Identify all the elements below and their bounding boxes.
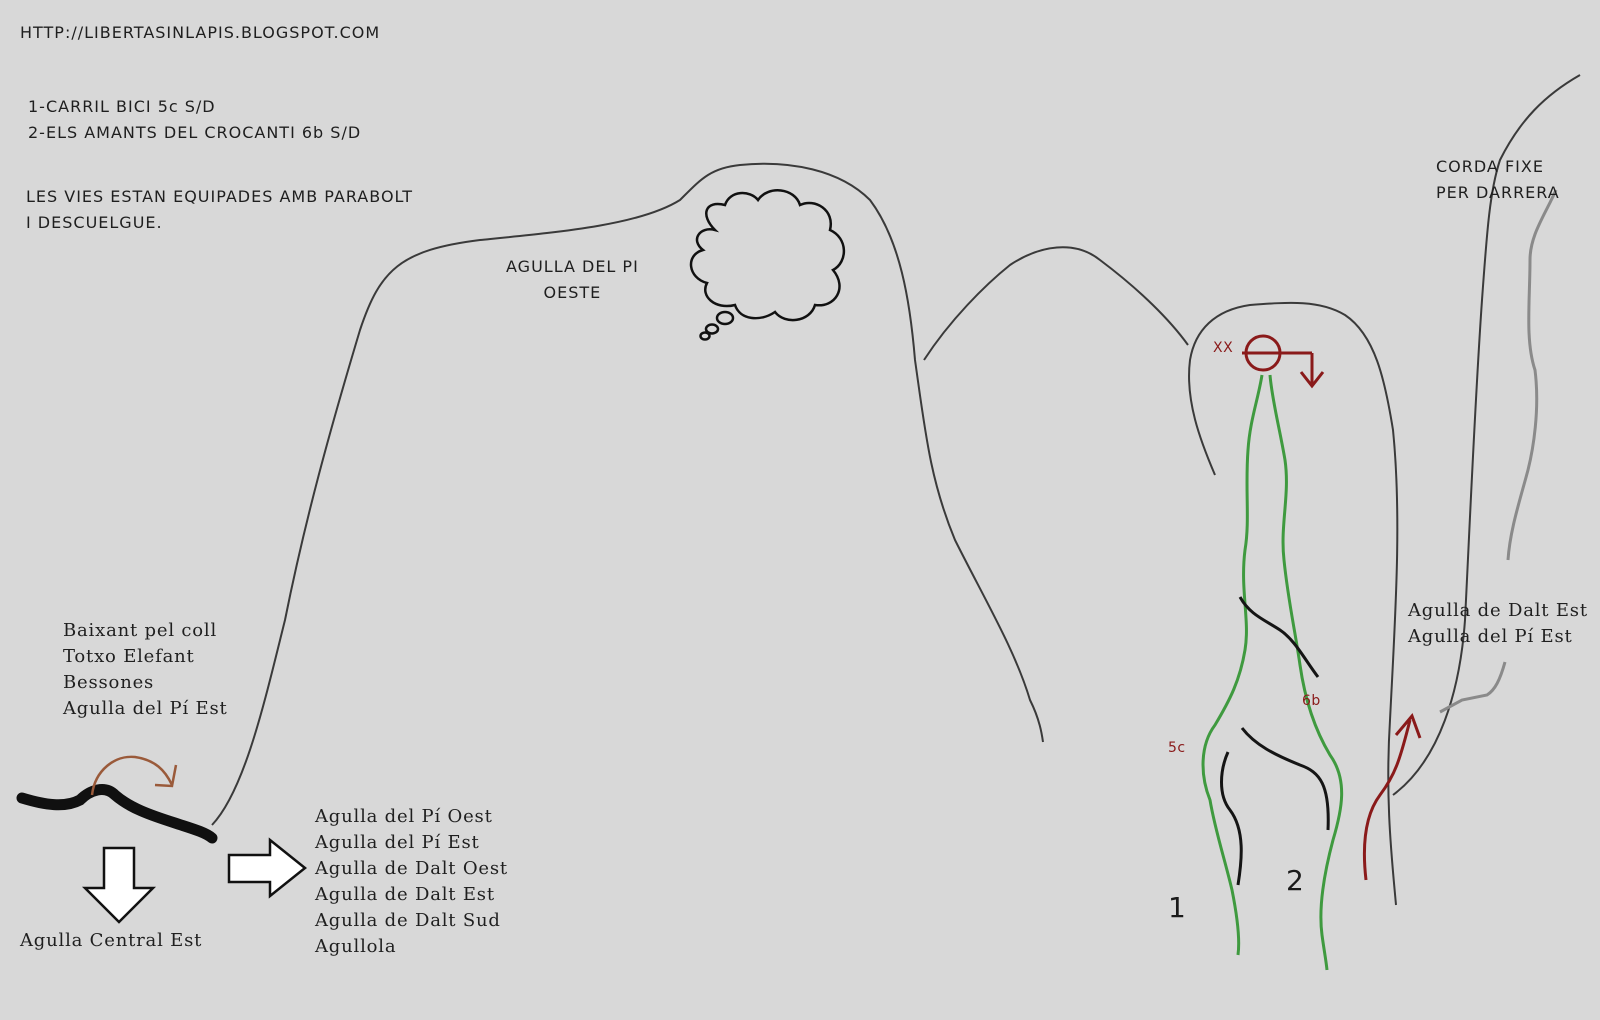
fixed-rope-line-2: PER DARRERA	[1436, 183, 1560, 202]
descent-item: Totxo Elefant	[63, 646, 195, 667]
route-2-line	[1268, 374, 1344, 971]
fixed-rope-line	[1506, 189, 1558, 561]
routes-list: 1-CARRIL BICI 5c S/D 2-ELS AMANTS DEL CR…	[28, 94, 361, 146]
right-destinations-label: Agulla de Dalt Est Agulla del Pí Est	[1408, 598, 1588, 650]
equipment-line-1: LES VIES ESTAN EQUIPADES AMB PARABOLT	[26, 187, 414, 206]
route-2-grade: 6b	[1302, 693, 1321, 709]
peak-label-line-2: OESTE	[543, 283, 602, 302]
route-1-info: 1-CARRIL BICI 5c S/D	[28, 97, 216, 116]
approach-arrow-icon	[1362, 713, 1422, 881]
peak-label: AGULLA DEL PI OESTE	[506, 254, 639, 306]
right-arrow-icon	[227, 837, 308, 899]
summit-cloud-icon	[689, 189, 846, 341]
equipment-line-2: I DESCUELGUE.	[26, 213, 163, 232]
ridge-scribble	[16, 784, 218, 844]
col-descent-arrow-icon	[90, 755, 178, 796]
route-1-number: 1	[1168, 891, 1187, 924]
rock-outline-third-peak	[1188, 301, 1399, 906]
route-2-info: 2-ELS AMANTS DEL CROCANTI 6b S/D	[28, 123, 362, 142]
route-1-line	[1201, 374, 1264, 956]
blog-url: HTTP://LIBERTASINLAPIS.BLOGSPOT.COM	[20, 23, 381, 42]
east-destination-item: Agulla de Dalt Sud	[315, 910, 501, 931]
fixed-rope-label: CORDA FIXE PER DARRERA	[1436, 154, 1560, 206]
east-destination-item: Agulla del Pí Oest	[315, 806, 493, 827]
anchor-label: XX	[1213, 340, 1234, 356]
descent-item: Bessones	[63, 672, 155, 693]
peak-label-line-1: AGULLA DEL PI	[506, 257, 639, 276]
south-destination-label: Agulla Central Est	[20, 930, 203, 951]
right-destination-item: Agulla de Dalt Est	[1408, 600, 1588, 621]
descent-item: Baixant pel coll	[63, 620, 218, 641]
east-destination-item: Agulla de Dalt Est	[315, 884, 495, 905]
anchor-rappel-icon	[1242, 334, 1325, 389]
rock-outline-main-peak	[211, 162, 1044, 826]
east-destinations-list: Agulla del Pí Oest Agulla del Pí Est Agu…	[315, 804, 508, 960]
route-1-grade: 5c	[1168, 740, 1186, 756]
rock-outline-second-peak	[923, 246, 1189, 361]
route-2-number: 2	[1286, 864, 1305, 897]
crack-features	[1220, 596, 1330, 886]
rock-outline-far-right	[1392, 74, 1581, 796]
east-destination-item: Agulla de Dalt Oest	[315, 858, 508, 879]
descent-coll-list: Baixant pel coll Totxo Elefant Bessones …	[63, 618, 228, 722]
east-destination-item: Agulla del Pí Est	[315, 832, 480, 853]
down-arrow-icon	[81, 846, 157, 924]
equipment-note: LES VIES ESTAN EQUIPADES AMB PARABOLT I …	[26, 184, 413, 236]
rope-to-label	[1439, 661, 1507, 714]
descent-item: Agulla del Pí Est	[63, 698, 228, 719]
east-destination-item: Agullola	[315, 936, 397, 957]
right-destination-item: Agulla del Pí Est	[1408, 626, 1573, 647]
fixed-rope-line-1: CORDA FIXE	[1436, 157, 1544, 176]
